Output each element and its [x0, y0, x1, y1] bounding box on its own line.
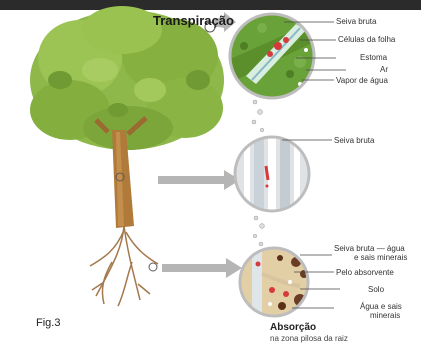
root-zoom-marker: [149, 263, 157, 271]
figure-label: Fig.3: [36, 317, 60, 329]
label-vapor-agua: Vapor de água: [336, 76, 388, 85]
label-agua-sais-2: minerais: [370, 311, 400, 320]
absorcao-title: Absorção: [270, 322, 316, 333]
absorcao-subtitle: na zona pilosa da raiz: [270, 334, 348, 343]
label-solo: Solo: [368, 285, 384, 294]
leaf-zoom-circle: [228, 12, 318, 102]
stem-zoom-circle: [232, 134, 312, 214]
label-pelo-absorvente: Pelo absorvente: [336, 268, 394, 277]
diagram-title: Transpiração: [153, 13, 234, 28]
label-seiva-bruta-sais-1: Seiva bruta — água: [334, 244, 405, 253]
label-estoma: Estoma: [360, 53, 387, 62]
label-seiva-bruta-middle: Seiva bruta: [334, 136, 374, 145]
label-ar: Ar: [380, 65, 388, 74]
label-agua-sais-1: Água e sais: [360, 302, 402, 311]
tree-roots: [90, 226, 158, 306]
root-zoom-circle: [238, 246, 312, 320]
label-seiva-bruta-top: Seiva bruta: [336, 17, 376, 26]
label-celulas-folha: Células da folha: [338, 35, 395, 44]
label-seiva-bruta-sais-2: e sais minerais: [354, 253, 407, 262]
